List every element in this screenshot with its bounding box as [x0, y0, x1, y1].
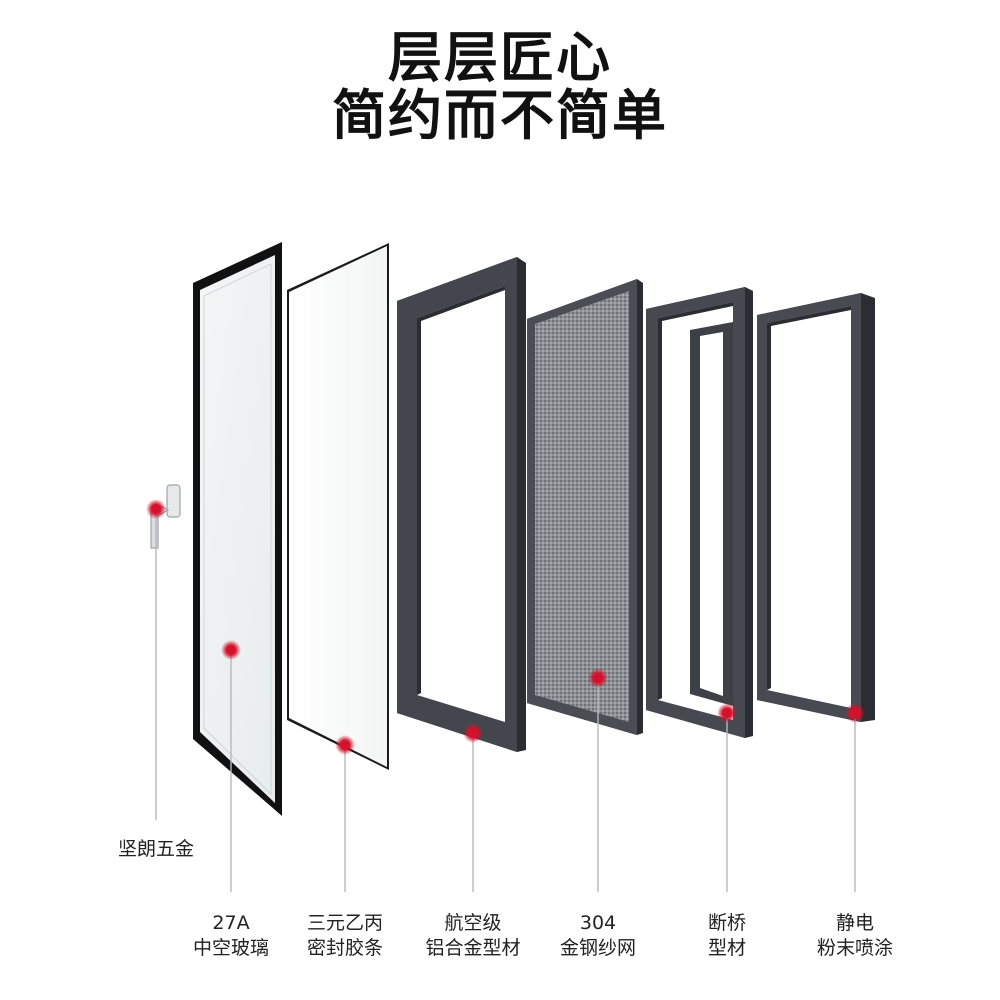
- gasket-pane: [287, 243, 389, 770]
- marker-dot-hardware: [146, 499, 166, 519]
- marker-dot-coating: [845, 703, 865, 723]
- leader-lines: [155, 509, 856, 892]
- marker-dots: [146, 499, 865, 755]
- label-aluminum: 航空级 铝合金型材: [425, 912, 521, 959]
- label-hardware: 坚朗五金: [117, 838, 194, 860]
- insulated-glass-panel: [193, 242, 282, 816]
- marker-dot-thermal-break: [717, 703, 737, 723]
- marker-dot-aluminum: [463, 723, 483, 743]
- headline-line-1: 层层匠心: [388, 26, 612, 89]
- marker-dot-screen: [588, 668, 608, 688]
- screen-frame: [527, 279, 643, 735]
- marker-dot-gasket: [335, 735, 355, 755]
- label-glass: 27A 中空玻璃: [192, 912, 269, 959]
- powder-coated-frame: [757, 293, 875, 722]
- label-screen: 304 金钢纱网: [559, 912, 636, 959]
- aluminum-frame: [397, 257, 526, 752]
- label-gasket: 三元乙丙 密封胶条: [306, 912, 383, 959]
- marker-dot-glass: [221, 640, 241, 660]
- headline-line-2: 简约而不简单: [332, 84, 668, 147]
- thermal-break-frame: [646, 287, 753, 738]
- label-coating: 静电 粉末喷涂: [816, 912, 893, 959]
- label-thermal-break: 断桥 型材: [707, 912, 746, 959]
